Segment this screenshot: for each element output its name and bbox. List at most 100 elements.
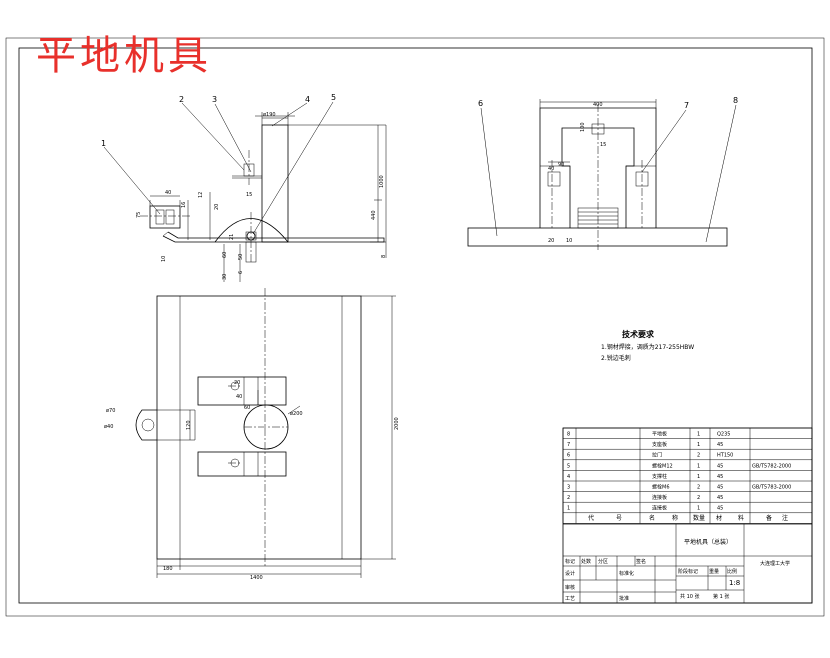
dim-plan-hole-center: ø40	[104, 424, 113, 430]
bom-cell-qty: 1	[697, 432, 700, 438]
tb-label-standard: 标准化	[619, 570, 634, 577]
bom-cell-qty: 1	[697, 442, 700, 448]
bom-cell-name: 连接板	[652, 494, 667, 501]
front-view	[467, 99, 728, 250]
tb-label-sign: 签名	[636, 558, 646, 565]
dim-30: 30	[222, 274, 228, 280]
dim-plan-left: 180	[163, 566, 173, 572]
bom-cell-no: 3	[567, 485, 570, 491]
dim-15: 15	[246, 192, 252, 198]
plan-base-plate	[156, 295, 362, 560]
upper-clamp	[197, 376, 287, 406]
bom-cell-qty: 2	[697, 485, 700, 491]
tb-label-scale: 比例	[727, 568, 737, 575]
slider-block	[577, 207, 619, 229]
bom-cell-std: GB/T5782-2000	[752, 463, 791, 469]
dim-plan-20: 20	[234, 380, 240, 386]
tb-label-design: 设计	[565, 570, 575, 577]
bom-cell-qty: 2	[697, 495, 700, 501]
side-view	[140, 112, 387, 282]
dim-plan-hole: ø70	[106, 408, 115, 414]
bom-cell-no: 2	[567, 495, 570, 501]
balloon-4: 4	[305, 95, 310, 104]
lug-hole	[141, 418, 155, 432]
bom-cell-name: 拉门	[652, 452, 662, 459]
dim-21: 21	[229, 234, 235, 240]
bom-cell-name: 螺栓M12	[652, 462, 673, 469]
bom-cell-qty: 1	[697, 474, 700, 480]
tech-req-line2: 2.锐边毛刺	[601, 354, 631, 362]
bom-cell-no: 8	[567, 432, 570, 438]
company-name: 大连理工大学	[760, 560, 790, 567]
bom-hdr-note: 备	[766, 514, 772, 522]
bom-cell-name: 支座板	[652, 441, 667, 448]
drawing-name: 平地机具（总装）	[684, 538, 732, 546]
balloon-1: 1	[101, 139, 106, 148]
dim-plan-120: 120	[186, 420, 192, 430]
bom-hdr-name2: 称	[672, 514, 678, 522]
balloon-8: 8	[733, 96, 738, 105]
clamp-block	[149, 205, 181, 229]
dim-plan-60: 60	[244, 405, 250, 411]
parts-list-table	[562, 427, 813, 604]
sheet-count: 共 10 张	[680, 593, 700, 600]
bom-cell-qty: 1	[697, 463, 700, 469]
bom-cell-mat: 45	[717, 442, 723, 448]
lifting-lug	[135, 409, 157, 441]
dim-16: 16	[181, 202, 187, 208]
dim-plan-height: 2000	[394, 417, 400, 430]
tb-label-count: 处数	[581, 558, 591, 565]
bom-cell-no: 7	[567, 442, 570, 448]
bom-cell-mat: 45	[717, 463, 723, 469]
dim-top-width: ø190	[263, 112, 276, 118]
bom-cell-mat: 45	[717, 485, 723, 491]
lower-clamp	[197, 451, 287, 477]
tb-label-stage: 阶段标记	[678, 568, 698, 575]
tech-req-line1: 1.钢材焊接，调质为217-255HBW	[601, 343, 694, 351]
bom-cell-qty: 1	[697, 506, 700, 512]
dim-75: 75	[136, 212, 142, 218]
dim-front-100: 100	[580, 122, 586, 132]
bom-cell-name: 支撑柱	[652, 473, 667, 480]
sheet-number: 第 1 张	[713, 593, 729, 600]
tb-label-process: 工艺	[565, 596, 575, 602]
tb-label-approve: 批准	[619, 595, 629, 602]
bom-cell-mat: 45	[717, 495, 723, 501]
outer-frame	[5, 37, 825, 617]
bom-cell-qty: 2	[697, 453, 700, 459]
bom-hdr-code: 代	[588, 514, 594, 522]
dim-front-15: 15	[600, 142, 606, 148]
dim-10: 10	[161, 256, 167, 262]
dim-front-20: 20	[548, 238, 554, 244]
bom-cell-no: 1	[567, 506, 570, 512]
bom-cell-mat: HT150	[717, 453, 733, 459]
bom-cell-name: 平地板	[652, 431, 667, 438]
dim-6: 6	[238, 271, 244, 274]
tb-label-review: 审核	[565, 584, 575, 591]
inner-frame	[18, 47, 813, 604]
dim-8: 8	[381, 255, 387, 258]
bom-cell-mat: 45	[717, 474, 723, 480]
tech-req-title: 技术要求	[622, 329, 655, 339]
bom-cell-name: 连接板	[652, 505, 667, 512]
balloon-6: 6	[478, 99, 483, 108]
bom-hdr-mat: 材	[716, 514, 722, 522]
balloon-2: 2	[179, 95, 184, 104]
balloon-leaders	[103, 101, 737, 243]
dim-60: 60	[222, 252, 228, 258]
bom-cell-name: 螺栓M6	[652, 484, 670, 491]
dim-50: 50	[238, 254, 244, 260]
bom-cell-no: 5	[567, 463, 570, 469]
dim-height-mid: 440	[371, 210, 377, 220]
tb-label-mark: 标记	[565, 558, 575, 565]
bom-cell-mat: Q235	[717, 432, 730, 438]
plan-view	[135, 288, 396, 578]
bom-hdr-note2: 注	[782, 514, 788, 522]
bom-hdr-qty: 数量	[693, 514, 705, 522]
base-plate	[162, 231, 385, 243]
balloon-5: 5	[331, 93, 336, 102]
balloon-3: 3	[212, 95, 217, 104]
dim-20: 20	[214, 204, 220, 210]
